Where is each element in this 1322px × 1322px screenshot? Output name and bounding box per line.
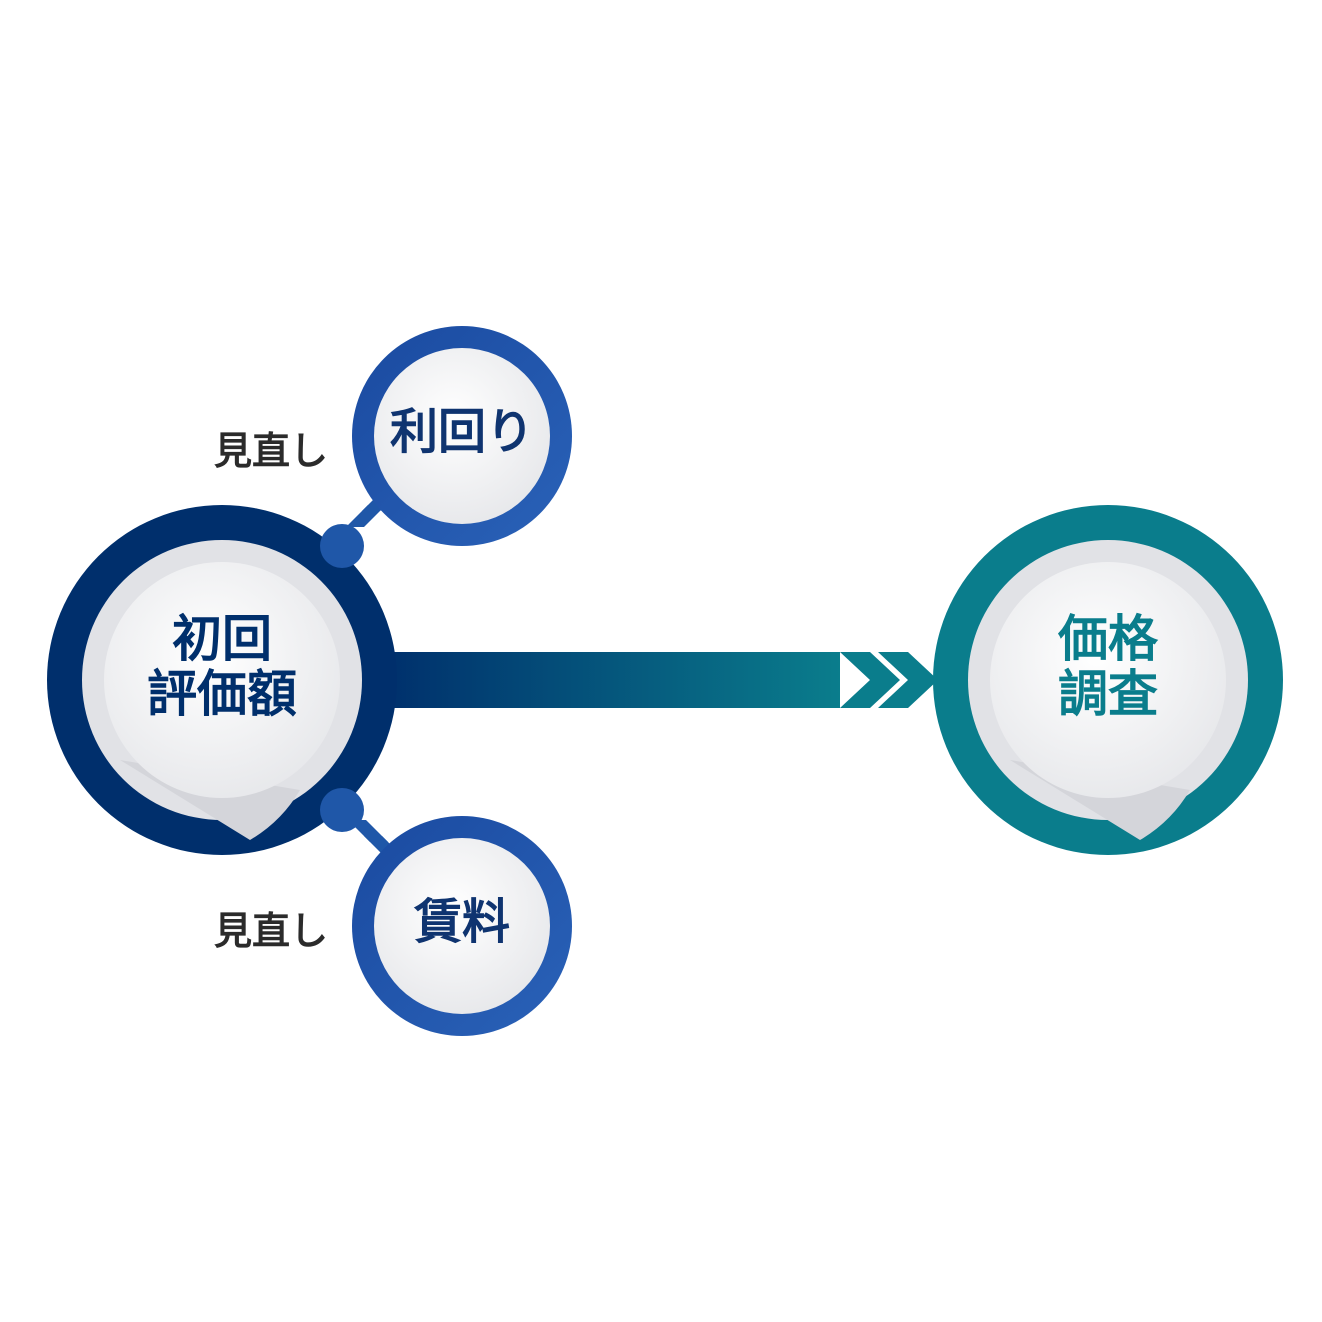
initial-assessment-line2: 評価額 xyxy=(147,665,297,723)
price-survey-node xyxy=(933,505,1283,855)
initial-assessment-node xyxy=(47,505,397,855)
rent-label: 賃料 xyxy=(413,894,510,950)
yield-label: 利回り xyxy=(389,404,534,460)
connector-bar xyxy=(380,652,840,708)
yield-node xyxy=(352,326,572,546)
price-survey-label: 価格 調査 xyxy=(1008,612,1208,722)
yield-review-note: 見直し xyxy=(214,429,329,473)
yield-joint-dot xyxy=(320,524,364,568)
rent-review-note: 見直し xyxy=(214,909,329,953)
rent-node xyxy=(352,816,572,1036)
price-survey-line1: 価格 xyxy=(1058,610,1158,668)
price-survey-line2: 調査 xyxy=(1058,665,1158,723)
chevron-arrows-icon xyxy=(840,652,938,708)
initial-assessment-line1: 初回 xyxy=(172,610,272,668)
initial-assessment-label: 初回 評価額 xyxy=(122,612,322,722)
rent-joint-dot xyxy=(320,788,364,832)
